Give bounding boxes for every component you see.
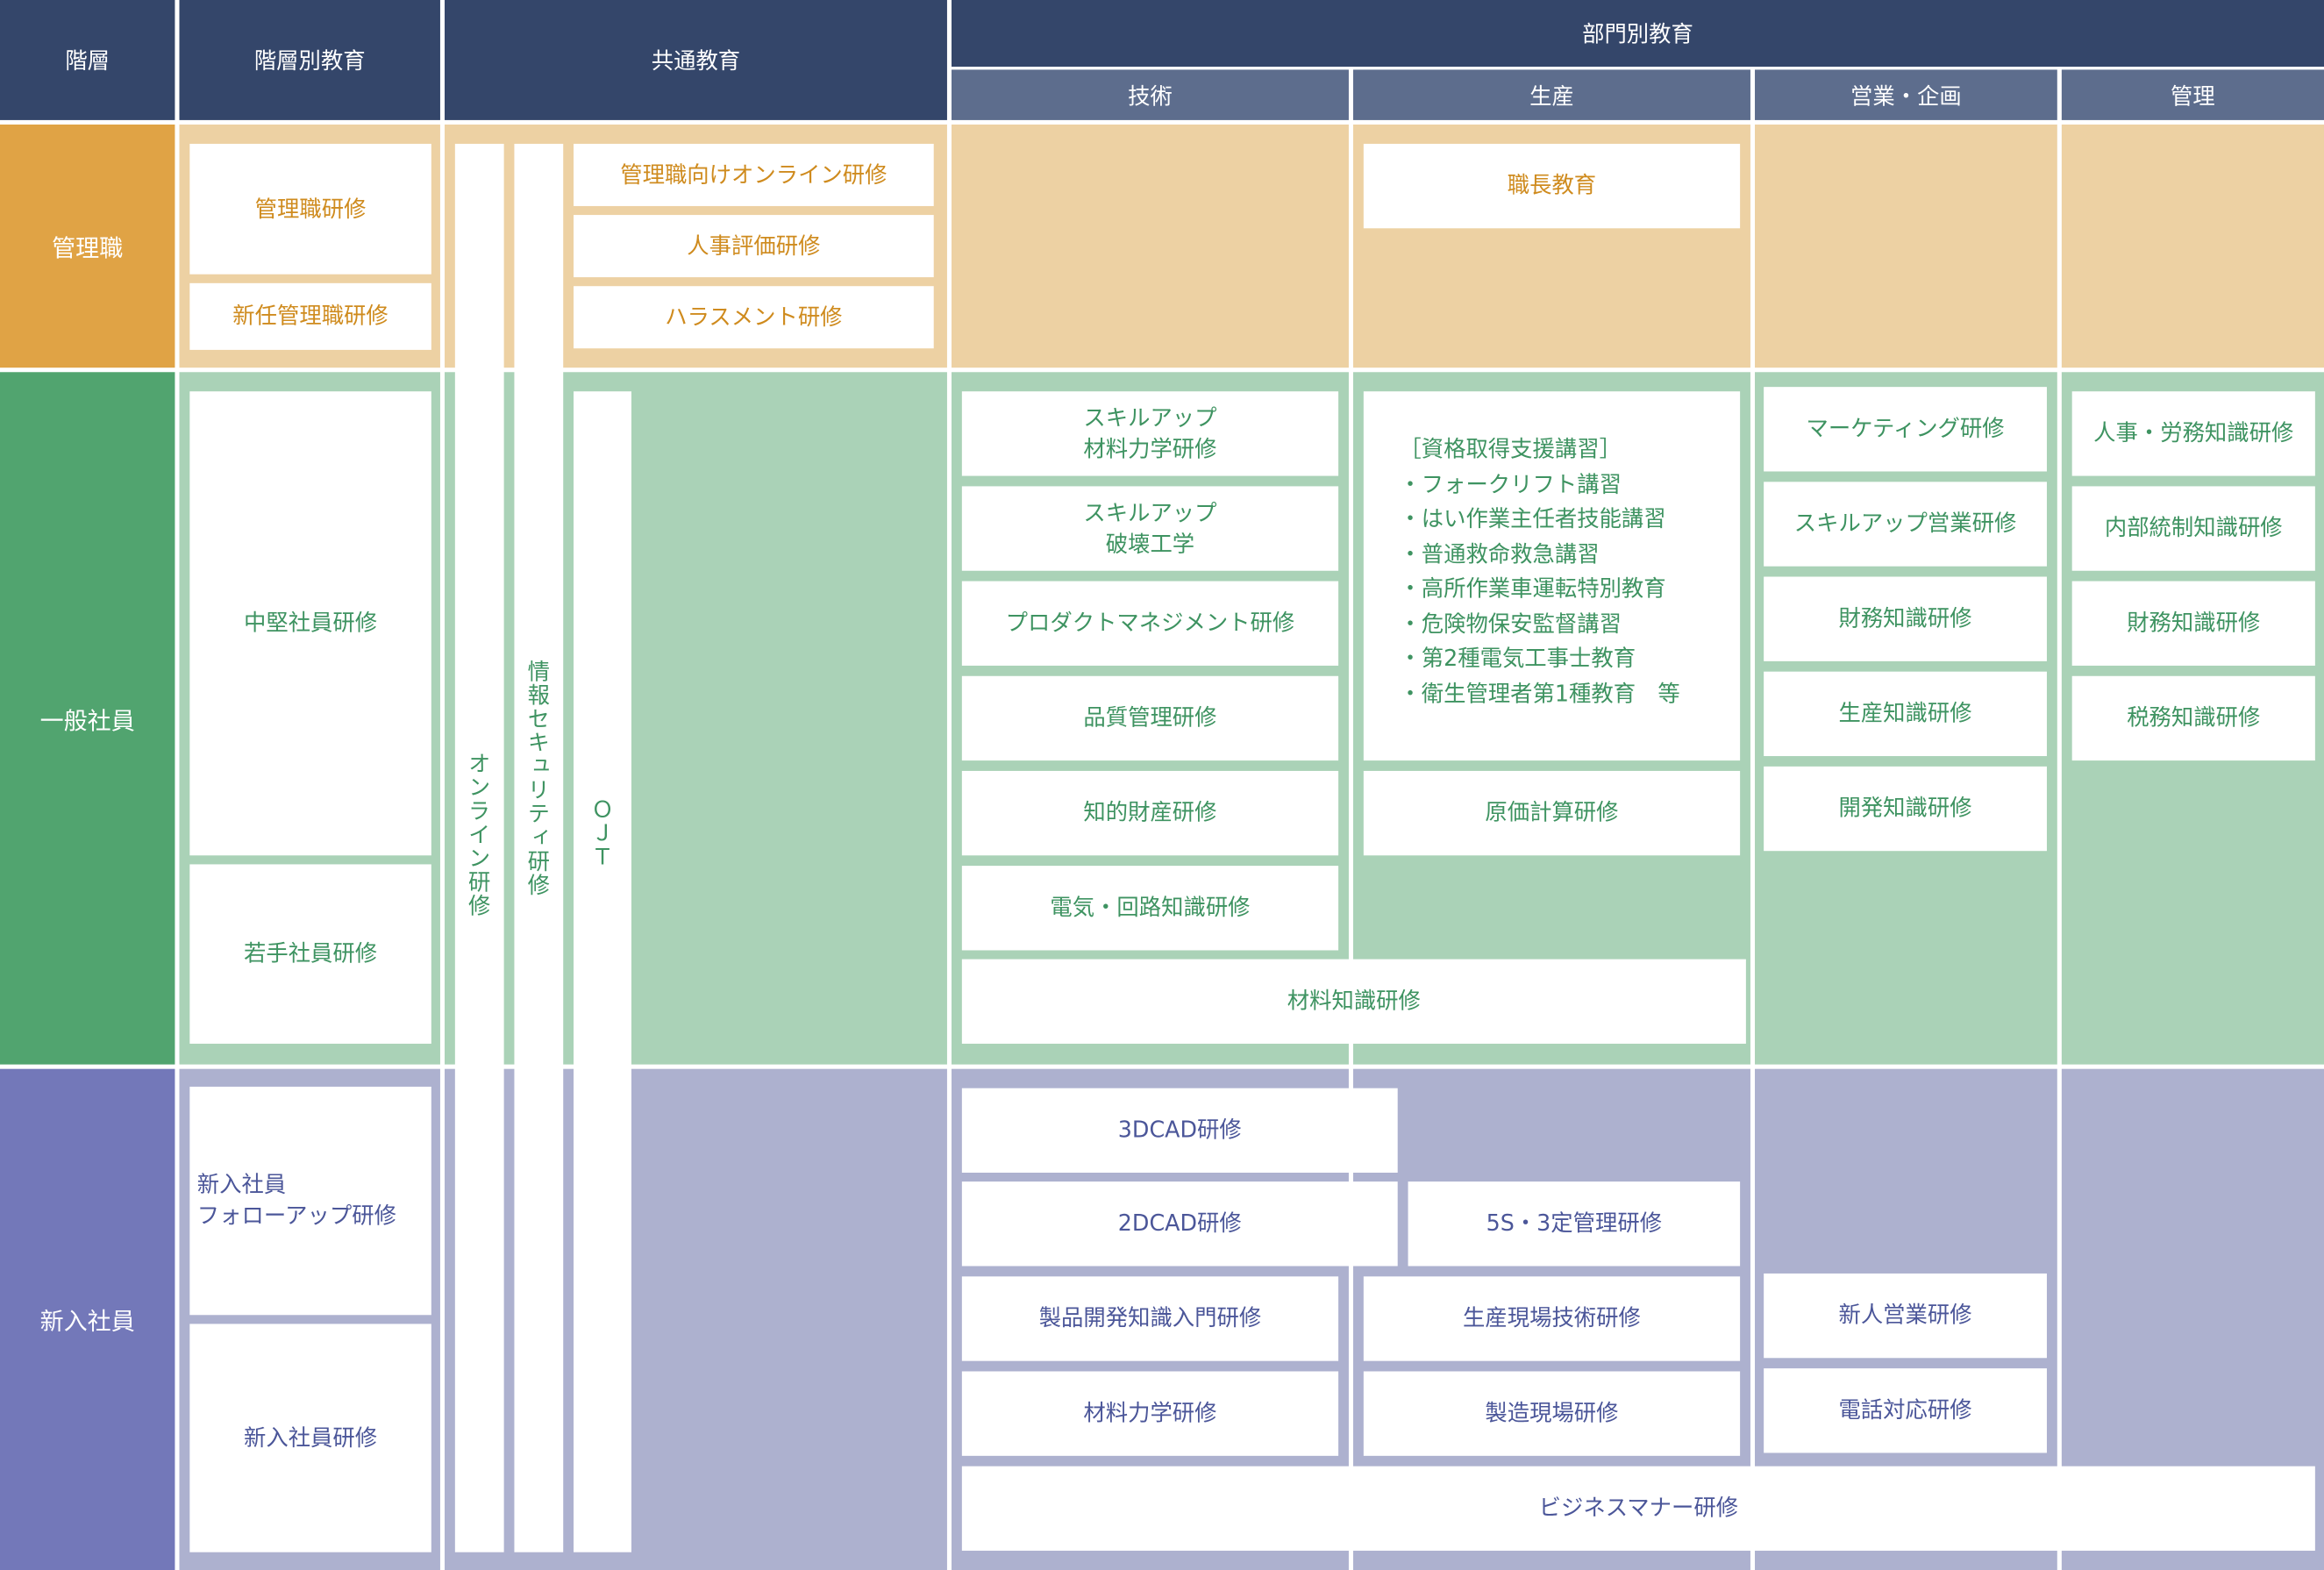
header-by-level: 階層別教育 [179,0,440,120]
header-dept-administration: 管理 [2061,69,2324,120]
box-sales-finance-knowledge: 財務知識研修 [1764,576,2047,661]
box-product-dev-intro: 製品開発知識入門研修 [961,1276,1339,1361]
qualification-support-item: ・フォークリフト講習 [1399,470,1622,498]
box-skillup-fracture-line2: 破壊工学 [1105,530,1195,557]
box-manager-training: 管理職研修 [189,143,431,275]
box-marketing: マーケティング研修 [1764,387,2047,472]
cell-manager-technology [952,124,1349,368]
box-2dcad: 2DCAD研修 [961,1181,1398,1267]
box-new-manager-training: 新任管理職研修 [189,282,431,350]
header-level: 階層 [0,0,175,120]
box-product-management: プロダクトマネジメント研修 [961,581,1339,666]
box-skillup-material-mechanics: スキルアップ 材料力学研修 [961,391,1339,476]
box-admin-finance-knowledge: 財務知識研修 [2071,581,2315,666]
box-manager-online-training: 管理職向けオンライン研修 [574,143,934,206]
box-newcomer-followup-line1: 新入社員 [196,1171,287,1198]
bar-ojt: ＯＪＴ [574,391,631,1552]
row-label-general: 一般社員 [0,372,175,1065]
qualification-support-item: ・高所作業車運転特別教育 [1399,574,1666,603]
qualification-support-item: ・はい作業主任者技能講習 [1399,505,1666,532]
box-material-knowledge: 材料知識研修 [961,959,1746,1044]
qualification-support-title: ［資格取得支援講習］ [1399,435,1622,463]
box-skillup-material-mechanics-line2: 材料力学研修 [1083,435,1217,462]
qualification-support-item: ・衛生管理者第1種教育 等 [1399,679,1680,707]
box-new-sales: 新人営業研修 [1764,1273,2047,1359]
qualification-support-item: ・危険物保安監督講習 [1399,610,1622,637]
row-label-newcomer: 新入社員 [0,1068,175,1570]
header-dept-sales-planning: 営業・企画 [1755,69,2057,120]
box-newcomer-followup-line2: フォローアップ研修 [196,1202,396,1230]
box-foreman-education: 職長教育 [1363,143,1741,229]
qualification-support-item: ・第2種電気工事士教育 [1399,645,1636,672]
header-department: 部門別教育 [952,0,2324,68]
box-site-technology: 生産現場技術研修 [1363,1276,1741,1361]
box-cost-accounting: 原価計算研修 [1363,770,1741,856]
header-dept-production: 生産 [1353,69,1750,120]
box-young-employee-training: 若手社員研修 [189,864,431,1044]
box-skillup-sales: スキルアップ営業研修 [1764,482,2047,567]
box-qualification-support: ［資格取得支援講習］ ・フォークリフト講習 ・はい作業主任者技能講習 ・普通救命… [1363,391,1741,761]
box-harassment-training: ハラスメント研修 [574,286,934,349]
box-5s-3tei: 5S・3定管理研修 [1408,1181,1741,1267]
box-3dcad: 3DCAD研修 [961,1088,1398,1174]
box-intellectual-property: 知的財産研修 [961,770,1339,856]
box-business-manners: ビジネスマナー研修 [961,1466,2315,1552]
box-internal-control: 内部統制知識研修 [2071,486,2315,571]
box-newcomer-training: 新入社員研修 [189,1324,431,1552]
box-hr-evaluation-training: 人事評価研修 [574,215,934,278]
cell-manager-sales [1755,124,2057,368]
box-production-knowledge: 生産知識研修 [1764,671,2047,757]
box-tax-knowledge: 税務知識研修 [2071,675,2315,761]
bar-online-training: オンライン研修 [454,143,504,1552]
bar-info-security-training-label: 情報セキュリティ研修 [524,660,552,897]
bar-online-training-label: オンライン研修 [465,751,493,918]
box-development-knowledge: 開発知識研修 [1764,766,2047,852]
box-skillup-material-mechanics-line1: スキルアップ [1083,403,1217,432]
bar-ojt-label: ＯＪＴ [588,797,616,869]
box-telephone: 電話対応研修 [1764,1368,2047,1453]
box-material-mechanics: 材料力学研修 [961,1371,1339,1456]
box-skillup-fracture-line1: スキルアップ [1083,498,1217,526]
box-quality-management: 品質管理研修 [961,675,1339,761]
header-dept-technology: 技術 [952,69,1349,120]
box-electric-circuit: 電気・回路知識研修 [961,866,1339,951]
qualification-support-item: ・普通救命救急講習 [1399,540,1600,567]
row-label-manager: 管理職 [0,124,175,368]
cell-manager-administration [2061,124,2324,368]
box-skillup-fracture-engineering: スキルアップ 破壊工学 [961,486,1339,571]
box-mid-level-training: 中堅社員研修 [189,391,431,856]
bar-info-security-training: 情報セキュリティ研修 [514,143,564,1552]
header-common: 共通教育 [445,0,947,120]
box-hr-labor: 人事・労務知識研修 [2071,391,2315,476]
box-manufacturing-site: 製造現場研修 [1363,1371,1741,1456]
box-newcomer-followup-training: 新入社員 フォローアップ研修 [189,1086,431,1316]
